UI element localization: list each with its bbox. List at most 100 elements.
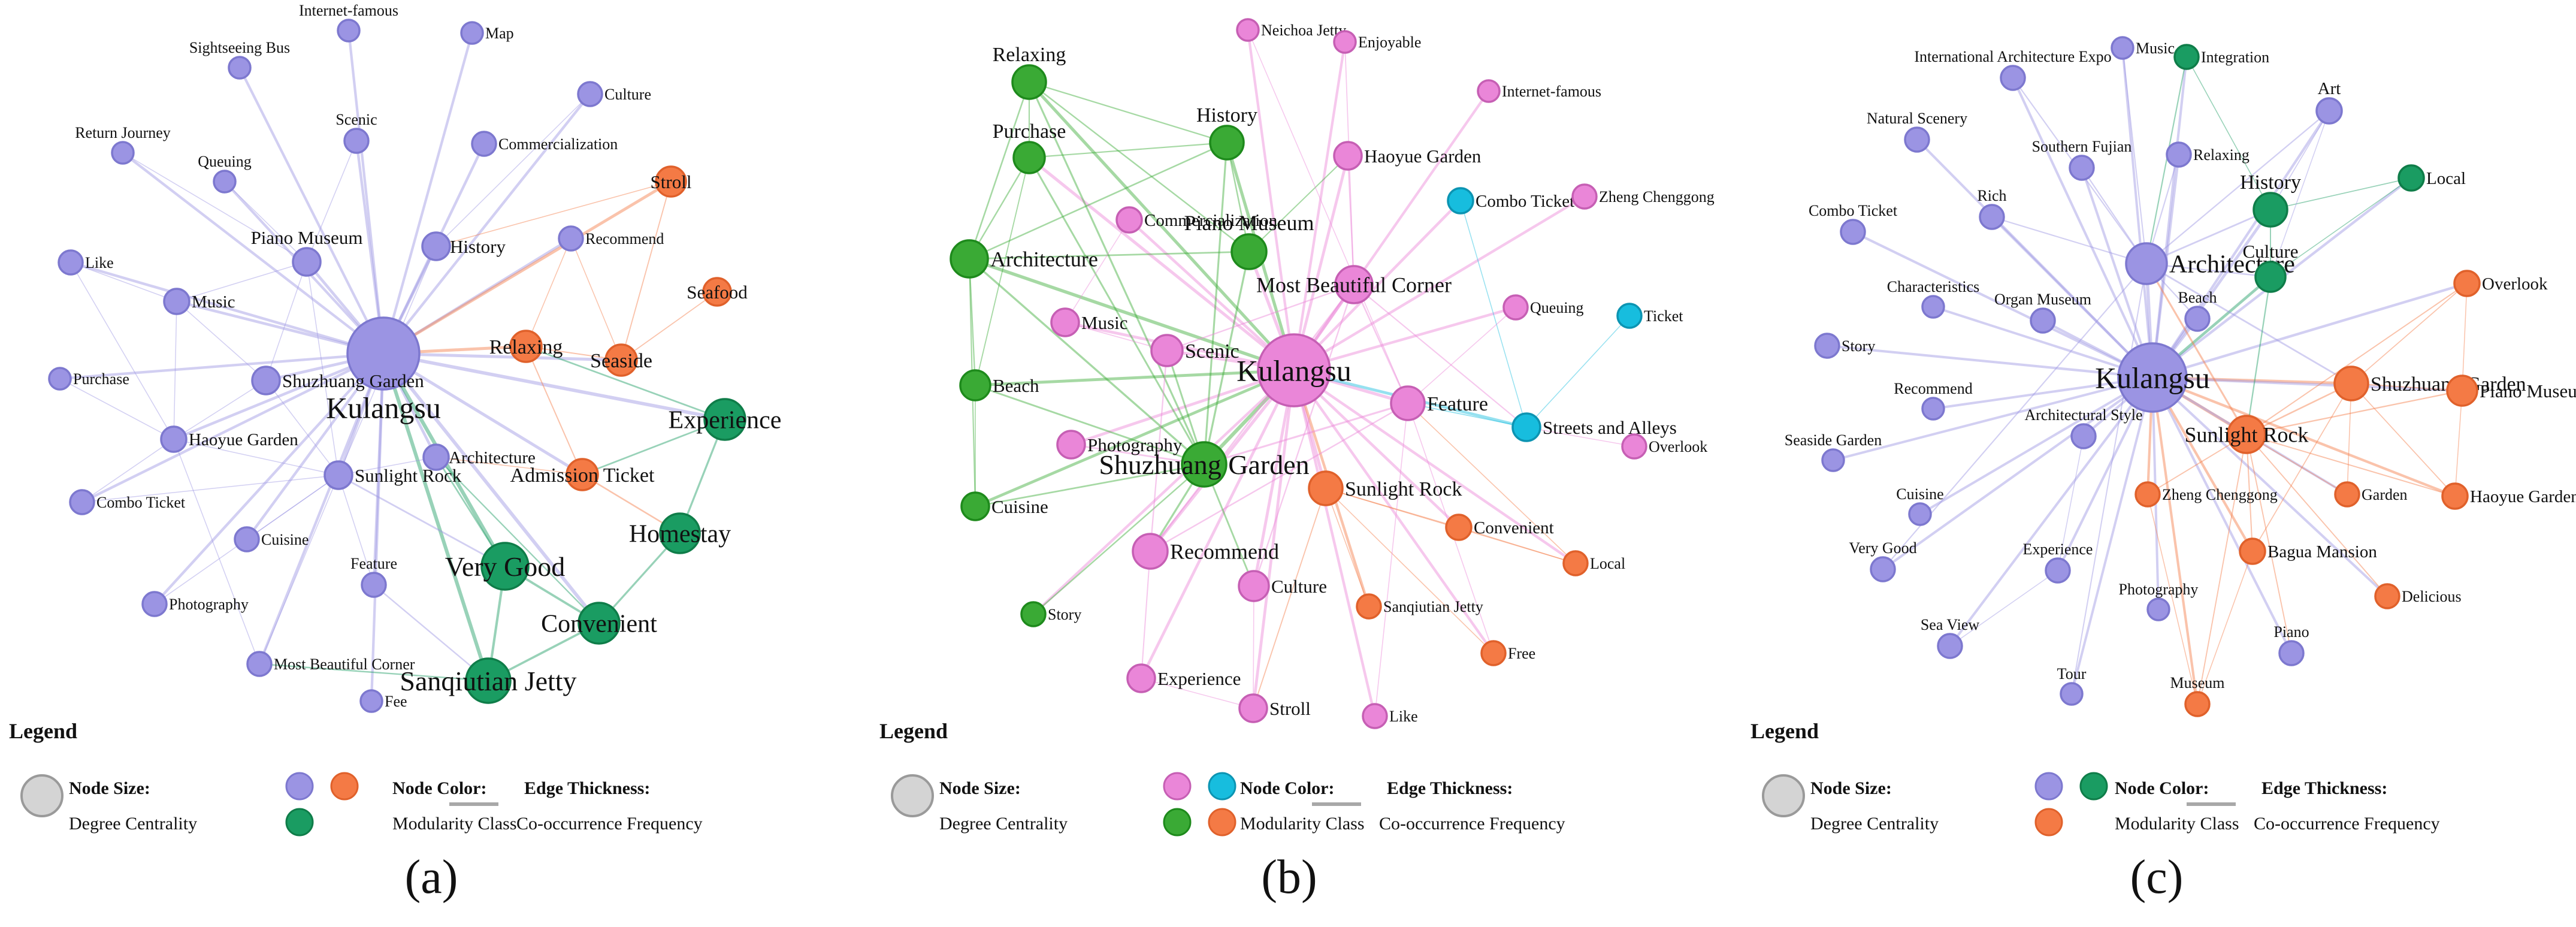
node-c-characteristics[interactable]: Characteristics — [1887, 278, 1980, 319]
node-a-experience[interactable]: Experience — [669, 398, 782, 441]
node-b-zheng-chenggong[interactable]: Zheng Chenggong — [1571, 183, 1715, 210]
node-c-local[interactable]: Local — [2397, 164, 2466, 192]
node-b-enjoyable[interactable]: Enjoyable — [1333, 30, 1421, 54]
node-b-commercialization[interactable]: Commercialization — [1115, 206, 1278, 234]
node-a-architecture[interactable]: Architecture — [422, 443, 536, 471]
node-c-story[interactable]: Story — [1814, 333, 1875, 359]
node-a-history[interactable]: History — [421, 231, 506, 261]
node-b-haoyue-garden[interactable]: Haoyue Garden — [1333, 141, 1481, 171]
node-c-sunlight-rock[interactable]: Sunlight Rock — [2184, 415, 2309, 454]
node-a-stroll[interactable]: Stroll — [651, 165, 692, 198]
node-b-streets-and-alleys[interactable]: Streets and Alleys — [1511, 412, 1677, 442]
node-c-rich[interactable]: Rich — [1977, 187, 2007, 230]
node-a-relaxing[interactable]: Relaxing — [489, 330, 563, 363]
node-a-cuisine[interactable]: Cuisine — [234, 526, 309, 552]
node-c-kulangsu[interactable]: Kulangsu — [2095, 342, 2210, 413]
node-a-recommend[interactable]: Recommend — [558, 225, 664, 252]
node-b-free[interactable]: Free — [1480, 640, 1535, 666]
node-a-music[interactable]: Music — [163, 288, 235, 315]
node-a-very-good[interactable]: Very Good — [445, 542, 566, 591]
node-c-zheng-chenggong[interactable]: Zheng Chenggong — [2134, 481, 2278, 508]
node-c-delicious[interactable]: Delicious — [2374, 583, 2462, 609]
node-b-purchase[interactable]: Purchase — [993, 120, 1066, 174]
node-c-seaside-garden[interactable]: Seaside Garden — [1785, 431, 1882, 472]
node-b-history[interactable]: History — [1196, 104, 1257, 161]
node-b-beach[interactable]: Beach — [959, 369, 1039, 401]
node-c-museum[interactable]: Museum — [2170, 674, 2225, 717]
node-c-history[interactable]: History — [2240, 171, 2301, 228]
node-c-haoyue-garden[interactable]: Haoyue Garden — [2441, 482, 2576, 510]
node-b-like[interactable]: Like — [1362, 703, 1418, 729]
node-b-stroll[interactable]: Stroll — [1238, 693, 1311, 723]
node-a-queuing[interactable]: Queuing — [198, 153, 252, 194]
node-a-internet-famous[interactable]: Internet-famous — [299, 2, 398, 43]
node-a-feature[interactable]: Feature — [350, 555, 397, 598]
node-a-sanqiutian-jetty[interactable]: Sanqiutian Jetty — [400, 657, 577, 704]
node-b-relaxing[interactable]: Relaxing — [993, 44, 1066, 100]
node-b-convenient[interactable]: Convenient — [1445, 514, 1554, 541]
node-b-music[interactable]: Music — [1050, 307, 1128, 337]
node-a-homestay[interactable]: Homestay — [629, 512, 731, 554]
node-b-internet-famous[interactable]: Internet-famous — [1477, 79, 1601, 103]
node-a-commercialization[interactable]: Commercialization — [471, 131, 618, 157]
node-a-purchase[interactable]: Purchase — [48, 367, 129, 391]
node-b-ticket[interactable]: Ticket — [1616, 303, 1683, 329]
node-c-integration[interactable]: Integration — [2173, 44, 2269, 70]
node-b-queuing[interactable]: Queuing — [1502, 294, 1584, 321]
node-c-architectural-style[interactable]: Architectural Style — [2024, 406, 2143, 449]
node-a-seafood[interactable]: Seafood — [687, 277, 748, 307]
node-c-piano-museum[interactable]: Piano Museum — [2446, 375, 2576, 407]
node-b-cuisine[interactable]: Cuisine — [960, 491, 1048, 521]
node-a-fee[interactable]: Fee — [359, 689, 407, 713]
node-b-photography[interactable]: Photography — [1056, 430, 1183, 460]
node-a-convenient[interactable]: Convenient — [541, 602, 657, 645]
node-a-scenic[interactable]: Scenic — [335, 111, 377, 154]
node-a-kulangsu[interactable]: Kulangsu — [326, 316, 441, 425]
node-b-neichoa-jetty[interactable]: Neichoa Jetty — [1236, 18, 1346, 42]
node-a-piano-museum[interactable]: Piano Museum — [251, 227, 363, 277]
node-b-sunlight-rock[interactable]: Sunlight Rock — [1308, 470, 1462, 506]
node-a-like[interactable]: Like — [58, 249, 114, 276]
node-c-photography[interactable]: Photography — [2119, 581, 2199, 621]
node-c-art[interactable]: Art — [2315, 79, 2343, 125]
node-b-experience[interactable]: Experience — [1126, 663, 1241, 693]
node-c-combo-ticket[interactable]: Combo Ticket — [1809, 202, 1898, 245]
node-c-bagua-mansion[interactable]: Bagua Mansion — [2239, 538, 2377, 565]
node-a-admission-ticket[interactable]: Admission Ticket — [510, 458, 655, 491]
node-b-scenic[interactable]: Scenic — [1150, 334, 1239, 367]
node-a-most-beautiful-corner[interactable]: Most Beautiful Corner — [246, 651, 415, 677]
node-b-architecture[interactable]: Architecture — [950, 239, 1098, 279]
node-c-garden[interactable]: Garden — [2334, 481, 2408, 508]
node-c-organ-museum[interactable]: Organ Museum — [1994, 291, 2091, 334]
node-b-local[interactable]: Local — [1562, 550, 1625, 576]
node-c-recommend[interactable]: Recommend — [1894, 380, 1973, 421]
node-b-most-beautiful-corner[interactable]: Most Beautiful Corner — [1256, 265, 1452, 304]
node-a-photography[interactable]: Photography — [141, 591, 249, 617]
node-c-overlook[interactable]: Overlook — [2453, 270, 2548, 297]
node-c-natural-scenery[interactable]: Natural Scenery — [1867, 110, 1967, 153]
node-a-combo-ticket[interactable]: Combo Ticket — [69, 489, 186, 515]
node-c-piano[interactable]: Piano — [2273, 623, 2309, 666]
node-b-piano-museum[interactable]: Piano Museum — [1184, 211, 1314, 270]
node-b-sanqiutian-jetty[interactable]: Sanqiutian Jetty — [1356, 593, 1483, 620]
node-c-relaxing[interactable]: Relaxing — [2166, 141, 2250, 168]
node-a-sightseeing-bus[interactable]: Sightseeing Bus — [189, 39, 290, 80]
node-b-recommend[interactable]: Recommend — [1132, 533, 1279, 570]
node-a-shuzhuang-garden[interactable]: Shuzhuang Garden — [251, 366, 424, 395]
node-c-cuisine[interactable]: Cuisine — [1896, 485, 1944, 526]
node-b-overlook[interactable]: Overlook — [1621, 433, 1707, 460]
node-c-music[interactable]: Music — [2111, 36, 2175, 60]
node-b-story[interactable]: Story — [1020, 601, 1081, 627]
node-c-tour[interactable]: Tour — [2057, 665, 2087, 706]
node-c-beach[interactable]: Beach — [2178, 289, 2217, 332]
node-b-feature[interactable]: Feature — [1390, 385, 1488, 421]
node-a-sunlight-rock[interactable]: Sunlight Rock — [323, 460, 462, 490]
node-c-very-good[interactable]: Very Good — [1849, 539, 1917, 582]
node-c-culture[interactable]: Culture — [2243, 241, 2299, 293]
node-c-experience[interactable]: Experience — [2023, 541, 2093, 584]
node-b-culture[interactable]: Culture — [1238, 570, 1327, 602]
node-b-kulangsu[interactable]: Kulangsu — [1236, 333, 1352, 407]
node-c-sea-view[interactable]: Sea View — [1921, 616, 1980, 659]
node-b-combo-ticket[interactable]: Combo Ticket — [1447, 187, 1574, 215]
node-c-southern-fujian[interactable]: Southern Fujian — [2032, 138, 2132, 181]
